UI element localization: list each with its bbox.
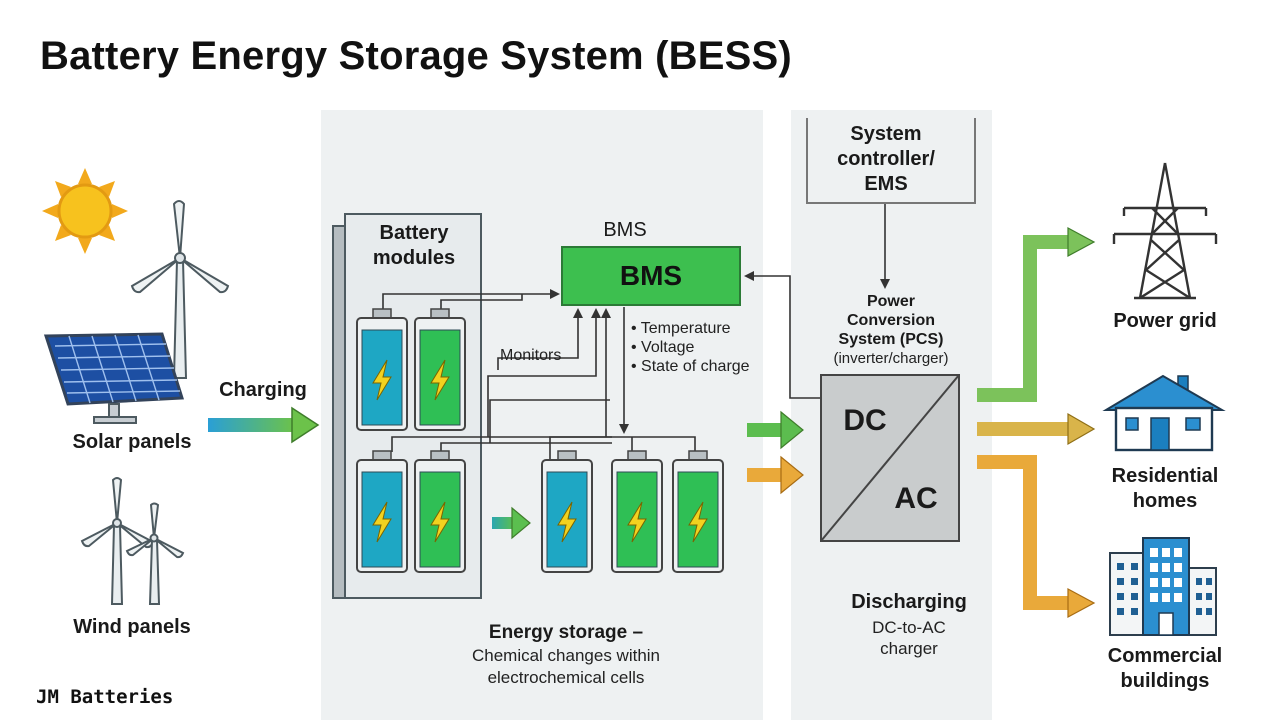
pcs-label-line-4: (inverter/charger) xyxy=(833,350,949,367)
system-controller-box xyxy=(806,118,976,204)
house-icon xyxy=(1102,374,1226,452)
energy-storage-caption-line-2: electrochemical cells xyxy=(487,668,645,687)
bms-metric-temperature: • Temperature xyxy=(631,320,731,337)
commercial-buildings-label: Commercial buildings xyxy=(1107,645,1223,692)
solar-panel-icon xyxy=(43,332,185,424)
sun-icon xyxy=(42,168,128,254)
brand-label: JM Batteries xyxy=(36,686,174,708)
pcs-converter xyxy=(820,374,960,542)
battery-cell xyxy=(541,450,593,573)
discharging-label: Discharging xyxy=(851,591,967,613)
wind-turbines-icon xyxy=(80,477,185,605)
battery-cell xyxy=(356,450,408,573)
battery-cell xyxy=(414,308,466,431)
power-grid-icon xyxy=(1112,162,1218,300)
system-controller-label: System controller/ EMS xyxy=(837,123,935,195)
battery-cell xyxy=(611,450,663,573)
discharging-sub-line-1: DC-to-AC xyxy=(872,618,946,637)
battery-cell xyxy=(414,450,466,573)
ac-label: AC xyxy=(894,482,938,515)
wiring-arrowheads xyxy=(550,271,890,434)
output-arrows xyxy=(977,226,1096,619)
bms-metric-soc: • State of charge xyxy=(631,358,750,375)
wind-turbine-icon xyxy=(130,200,230,379)
residential-homes-label: Residential homes xyxy=(1111,465,1219,512)
pcs-label-line-3: System (PCS) xyxy=(838,331,944,348)
bms-box: BMS xyxy=(561,246,741,306)
pcs-label-line-2: Conversion xyxy=(846,312,935,329)
lightning-bolt-icon xyxy=(688,501,708,543)
bms-metric-voltage: • Voltage xyxy=(631,339,695,356)
power-grid-label: Power grid xyxy=(1113,310,1217,332)
wind-panels-label: Wind panels xyxy=(73,616,191,638)
energy-storage-caption-line-1: Chemical changes within xyxy=(471,646,661,665)
lightning-bolt-icon xyxy=(372,501,392,543)
discharging-sub-line-2: charger xyxy=(880,639,938,658)
lightning-bolt-icon xyxy=(372,359,392,401)
battery-cell xyxy=(356,308,408,431)
energy-storage-caption-title: Energy storage – xyxy=(488,622,644,643)
lightning-bolt-icon xyxy=(430,359,450,401)
monitors-label: Monitors xyxy=(500,347,562,364)
charging-arrow xyxy=(208,406,320,444)
solar-panels-label: Solar panels xyxy=(72,431,192,453)
page-title: Battery Energy Storage System (BESS) xyxy=(40,34,792,78)
battery-modules-label: Battery modules xyxy=(372,222,456,269)
bms-heading: BMS xyxy=(603,219,647,241)
pcs-input-arrows xyxy=(747,410,804,495)
lightning-bolt-icon xyxy=(430,501,450,543)
lightning-bolt-icon xyxy=(557,501,577,543)
charging-label: Charging xyxy=(219,379,307,401)
dc-label: DC xyxy=(843,404,887,437)
battery-cell xyxy=(672,450,724,573)
battery-cells xyxy=(356,308,724,573)
lightning-bolt-icon xyxy=(627,501,647,543)
internal-flow-arrow xyxy=(492,506,531,540)
commercial-buildings-icon xyxy=(1109,537,1217,636)
pcs-label-line-1: Power xyxy=(866,293,915,310)
bms-wiring xyxy=(382,204,886,460)
